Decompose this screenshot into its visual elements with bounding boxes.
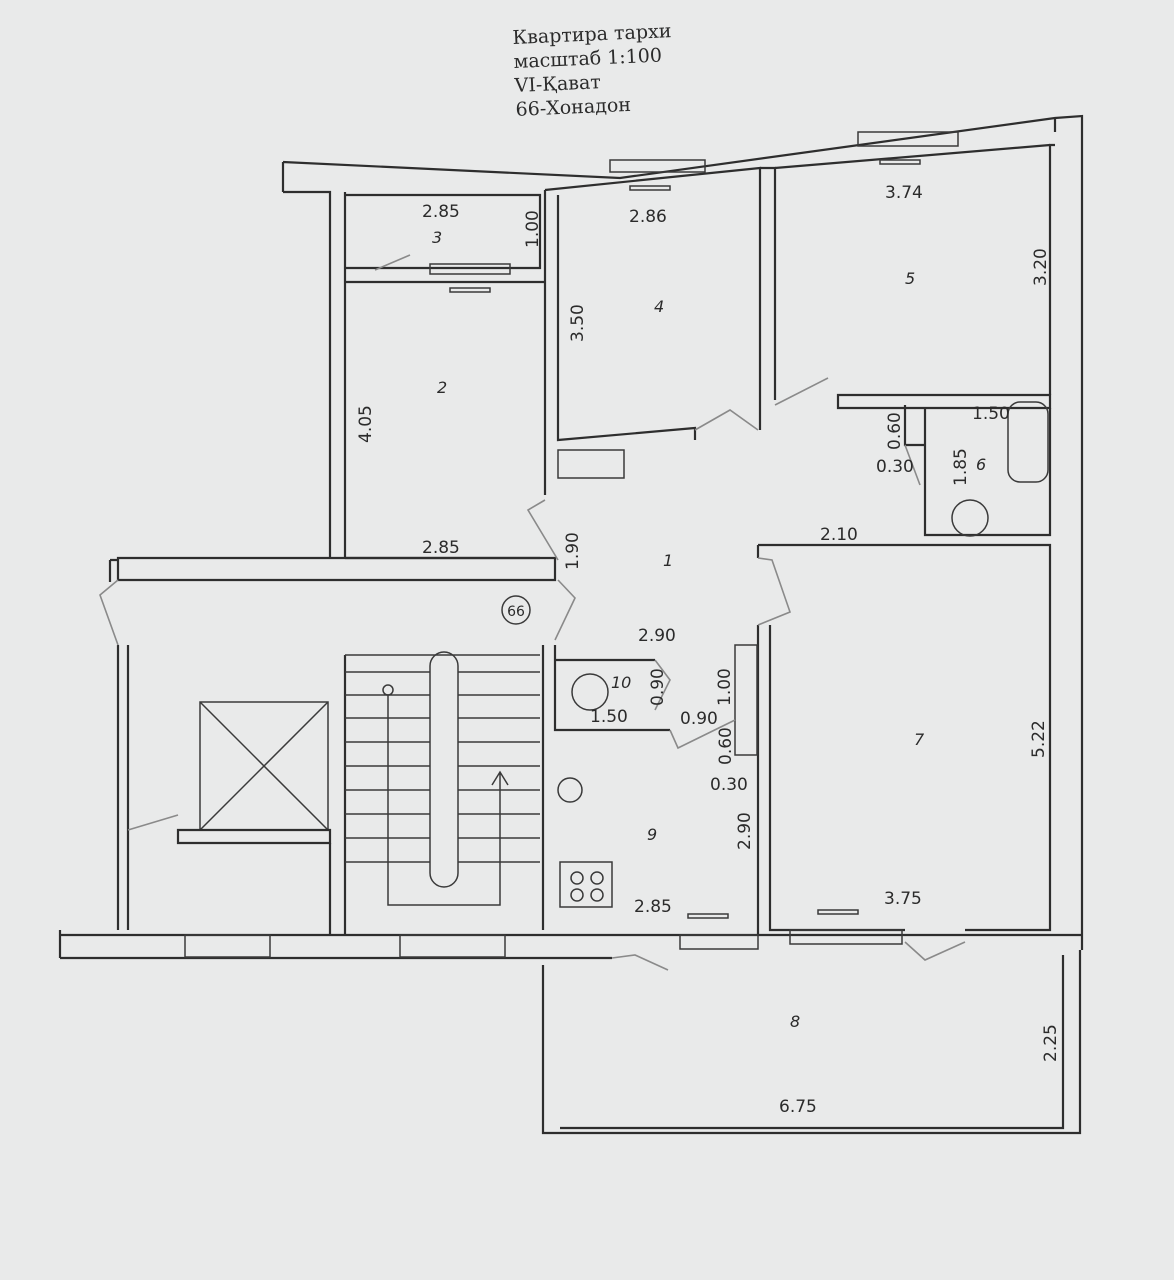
dim-closet-nook: 0.60 — [716, 727, 736, 765]
dim-room2-depth: 4.05 — [356, 405, 376, 443]
dim-room7-depth: 5.22 — [1029, 720, 1049, 758]
room-label-5: 5 — [905, 269, 915, 288]
dim-room6-width: 1.50 — [972, 404, 1010, 424]
room-6-walls — [903, 401, 1052, 537]
dim-room3-width: 2.85 — [422, 202, 460, 222]
outer-walls — [58, 114, 1084, 1135]
room-5-walls — [760, 131, 1052, 410]
dim-room8-width: 6.75 — [779, 1097, 817, 1117]
room-7-walls — [734, 543, 1052, 945]
dim-room4-width: 2.86 — [629, 207, 667, 227]
dim-room10-depth: 0.90 — [648, 668, 668, 706]
dim-room9-depth: 2.90 — [735, 812, 755, 850]
dim-corridor-width: 2.10 — [820, 525, 858, 545]
dim-room3-depth: 1.00 — [523, 210, 543, 248]
dim-room2-width: 2.85 — [422, 538, 460, 558]
room-label-8: 8 — [790, 1012, 800, 1031]
dim-room4-depth: 3.50 — [568, 304, 588, 342]
dim-room5-width: 3.74 — [885, 183, 923, 203]
dim-room10-top: 2.90 — [638, 626, 676, 646]
dim-closet-depth: 1.00 — [715, 668, 735, 706]
dim-room10-width: 1.50 — [590, 707, 628, 727]
dim-room6-nook: 0.60 — [885, 412, 905, 450]
room-label-9: 9 — [647, 825, 657, 844]
room-label-2: 2 — [437, 378, 447, 397]
dimension-labels: 2.85 2.86 3.74 2.85 1.50 0.30 2.10 2.90 … — [356, 183, 1061, 1117]
apartment-number-circle — [501, 595, 531, 625]
room-label-1: 1 — [663, 551, 673, 570]
room-labels: 1 2 3 4 5 6 7 8 9 10 66 — [432, 228, 986, 1031]
dim-hall-depth: 1.90 — [563, 532, 583, 570]
room-label-4: 4 — [654, 297, 664, 316]
door-swings — [99, 254, 966, 971]
room-label-3: 3 — [432, 228, 442, 247]
room-label-7: 7 — [914, 730, 925, 749]
dim-room7-width: 3.75 — [884, 889, 922, 909]
dim-room6-gap: 0.30 — [876, 457, 914, 477]
stairwell — [116, 556, 557, 958]
dim-room6-depth: 1.85 — [951, 448, 971, 486]
room-4-walls — [543, 159, 762, 495]
dim-room9-width: 2.85 — [634, 897, 672, 917]
room-3-walls — [345, 193, 542, 275]
dim-room5-depth: 3.20 — [1031, 248, 1051, 286]
apartment-number: 66 — [507, 604, 525, 620]
dim-room10-door: 0.90 — [680, 709, 718, 729]
dim-room8-depth: 2.25 — [1041, 1024, 1061, 1062]
room-9-10-walls — [541, 645, 759, 950]
room-label-6: 6 — [976, 455, 986, 474]
window-marks — [449, 159, 921, 919]
room-label-10: 10 — [611, 673, 631, 692]
dim-closet-gap: 0.30 — [710, 775, 748, 795]
